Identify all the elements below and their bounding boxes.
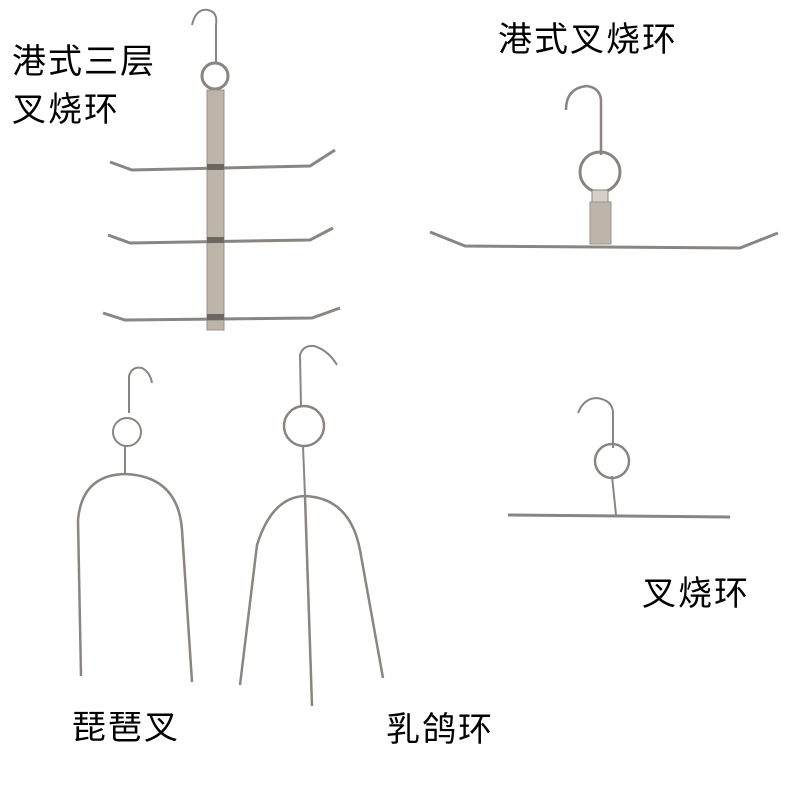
label-pigeon-ring: 乳鸽环 <box>386 710 494 750</box>
label-hk-three-tier-line2: 叉烧环 <box>12 90 120 130</box>
label-char-siu: 叉烧环 <box>642 574 750 614</box>
label-pipa-fork: 琵琶叉 <box>72 708 180 748</box>
label-hk-char-siu: 港式叉烧环 <box>498 20 678 60</box>
label-hk-three-tier-line1: 港式三层 <box>12 42 156 82</box>
